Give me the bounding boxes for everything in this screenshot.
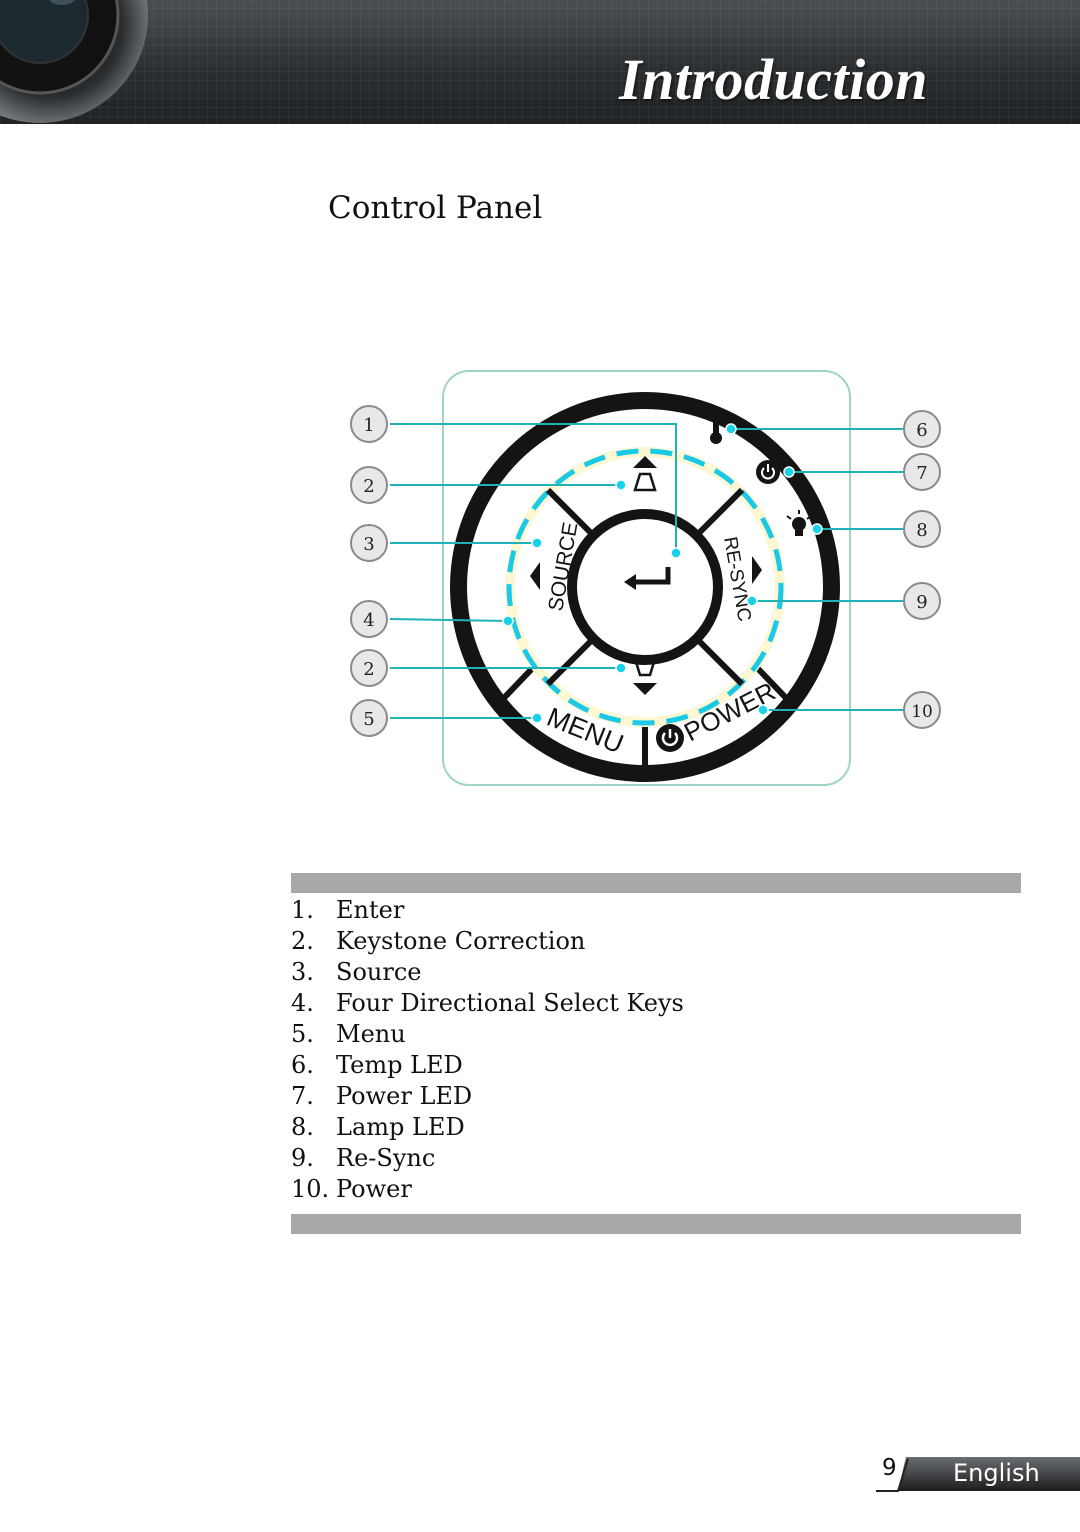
right-arrow-icon <box>752 556 762 584</box>
legend-item-label: Power <box>336 1175 412 1203</box>
direction-ring-dash <box>506 448 784 726</box>
section-title: Control Panel <box>328 190 543 226</box>
legend-item: 8. Lamp LED <box>291 1112 684 1143</box>
callout-7-label: 7 <box>916 463 927 484</box>
left-arrow-icon <box>530 562 540 590</box>
legend-item-number: 7. <box>291 1082 314 1110</box>
legend-list: 1. Enter 2. Keystone Correction 3. Source 4… <box>291 895 684 1205</box>
legend-item-number: 10. <box>291 1175 330 1203</box>
enter-icon <box>632 567 671 585</box>
callout-1-label: 1 <box>363 415 374 436</box>
legend-item: 5. Menu <box>291 1019 684 1050</box>
control-panel-diagram: SOURCE RE-SYNC MENU POWER <box>350 370 941 786</box>
legend-item: 6. Temp LED <box>291 1050 684 1081</box>
callout-2b-label: 2 <box>363 659 374 680</box>
legend-item-label: Lamp LED <box>336 1113 465 1141</box>
keystone-down-icon <box>634 660 656 677</box>
footer-language-tab <box>876 1457 1080 1492</box>
legend-item-label: Keystone Correction <box>336 927 586 955</box>
legend-item-label: Menu <box>336 1020 406 1048</box>
callout-5-label: 5 <box>363 709 374 730</box>
lens-graphic <box>0 0 148 123</box>
legend-item: 3. Source <box>291 957 684 988</box>
legend-item-label: Re-Sync <box>336 1144 436 1172</box>
legend-item-number: 9. <box>291 1144 314 1172</box>
legend-item: 4. Four Directional Select Keys <box>291 988 684 1019</box>
down-arrow-icon <box>633 683 657 695</box>
legend-item-label: Enter <box>336 896 405 924</box>
legend-item-number: 1. <box>291 896 314 924</box>
callout-1: 1 <box>350 405 388 443</box>
callout-3-label: 3 <box>363 534 374 555</box>
header-texture <box>0 0 1080 124</box>
legend-item-label: Power LED <box>336 1082 473 1110</box>
legend-item: 2. Keystone Correction <box>291 926 684 957</box>
callout-8: 8 <box>903 510 941 548</box>
legend-item-number: 3. <box>291 958 314 986</box>
legend-item-label: Temp LED <box>336 1051 463 1079</box>
callout-4: 4 <box>350 600 388 638</box>
header-title: Introduction <box>619 47 928 112</box>
legend-item-label: Four Directional Select Keys <box>336 989 684 1017</box>
up-arrow-icon <box>633 456 657 468</box>
callout-2a: 2 <box>350 466 388 504</box>
callout-6: 6 <box>903 410 941 448</box>
callout-2a-label: 2 <box>363 476 374 497</box>
legend-item-number: 5. <box>291 1020 314 1048</box>
legend-item: 1. Enter <box>291 895 684 926</box>
legend-bottom-bar <box>291 1214 1021 1234</box>
callout-10: 10 <box>903 691 941 729</box>
callout-2b: 2 <box>350 649 388 687</box>
lamp-led-icon <box>786 510 812 536</box>
legend-item-number: 4. <box>291 989 314 1017</box>
legend-item-number: 8. <box>291 1113 314 1141</box>
legend-item-number: 2. <box>291 927 314 955</box>
footer-language: English <box>953 1459 1040 1487</box>
legend-item: 7. Power LED <box>291 1081 684 1112</box>
callout-10-label: 10 <box>911 702 933 722</box>
callout-dots <box>502 423 823 724</box>
panel-frame <box>442 370 851 786</box>
page-number: 9 <box>882 1455 897 1481</box>
legend-top-bar <box>291 873 1021 893</box>
callout-3: 3 <box>350 524 388 562</box>
callout-9-label: 9 <box>916 592 927 613</box>
power-icon <box>656 724 684 752</box>
callout-lines-right <box>731 428 904 711</box>
legend-item-number: 6. <box>291 1051 314 1079</box>
legend-item-label: Source <box>336 958 422 986</box>
callout-8-label: 8 <box>916 520 927 541</box>
callout-5: 5 <box>350 699 388 737</box>
legend-item: 10.Power <box>291 1174 684 1205</box>
header-banner: Introduction <box>0 0 1080 124</box>
keystone-up-icon <box>633 472 657 492</box>
callout-7: 7 <box>903 453 941 491</box>
temp-led-icon <box>710 414 725 444</box>
power-led-icon <box>756 460 780 484</box>
legend-item: 9. Re-Sync <box>291 1143 684 1174</box>
callout-9: 9 <box>903 582 941 620</box>
callout-lines-left <box>389 423 677 719</box>
callout-6-label: 6 <box>916 420 927 441</box>
callout-4-label: 4 <box>363 610 374 631</box>
